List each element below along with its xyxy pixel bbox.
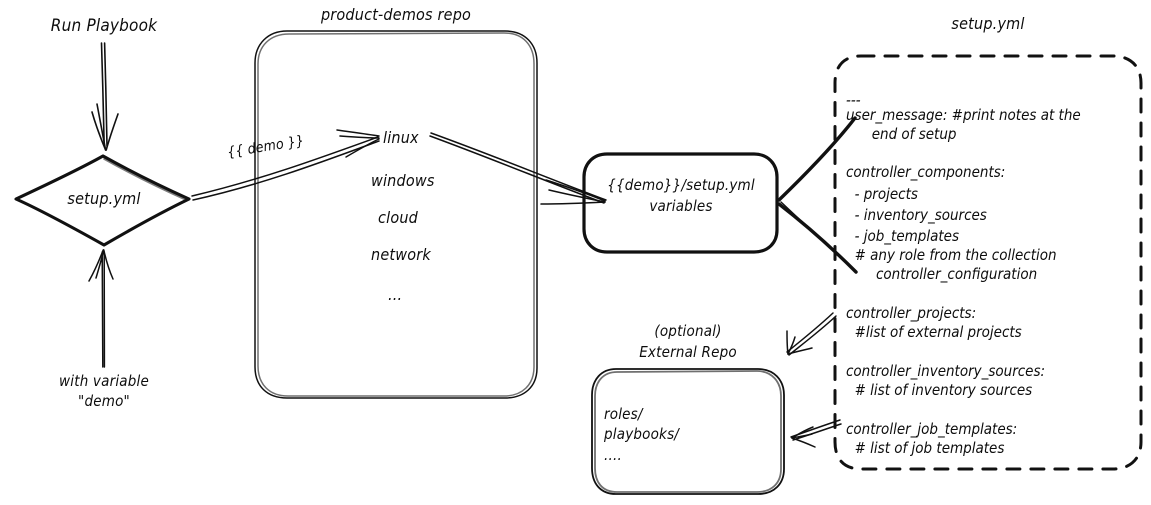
repo-item-cloud: cloud (378, 208, 418, 227)
setup-panel-line-8: # any role from the collection (846, 246, 1057, 264)
setup-panel-line-4: controller_components: (846, 163, 1006, 181)
with-variable-label-line2: "demo" (78, 392, 130, 410)
external-repo-item-roles: roles/ (604, 405, 643, 423)
setup-panel-line-1: user_message: #print notes at the (846, 106, 1081, 124)
setup-panel-line-12: #list of external projects (846, 323, 1022, 341)
external-repo-item-playbooks: playbooks/ (604, 425, 680, 443)
edge-vars-to-setup-panel (777, 116, 858, 274)
setup-panel-line-2: end of setup (846, 125, 957, 143)
arrow-run-playbook (91, 42, 119, 151)
setup-panel-line-0: --- (846, 91, 861, 109)
setup-yml-panel-title: setup.yml (951, 14, 1025, 33)
repo-item-windows: windows (371, 171, 435, 190)
arrow-jobtemplates-to-external-repo (790, 419, 842, 448)
arrow-with-variable (88, 249, 114, 368)
with-variable-label-line1: with variable (59, 372, 149, 390)
node-product-demos-repo-box (254, 30, 538, 399)
repo-item-ellipsis: ... (388, 285, 403, 304)
setup-panel-line-9: controller_configuration (846, 265, 1038, 283)
external-repo-item-ellipsis: .... (604, 446, 622, 464)
arrow-demo-to-linux (191, 129, 380, 201)
product-demos-repo-title: product-demos repo (320, 5, 472, 24)
setup-panel-line-18: # list of job templates (846, 439, 1005, 457)
repo-item-linux: linux (383, 128, 419, 147)
setup-panel-line-7: - job_templates (846, 227, 959, 245)
vars-box-label-line2: variables (649, 197, 713, 215)
arrow-linux-to-vars (429, 132, 607, 205)
setup-panel-line-14: controller_inventory_sources: (846, 362, 1046, 380)
node-setup-diamond (14, 154, 191, 247)
external-repo-title-line2: External Repo (639, 343, 737, 361)
node-vars-box (582, 152, 779, 254)
vars-box-label-line1: {{demo}}/setup.yml (607, 176, 755, 194)
setup-panel-line-17: controller_job_templates: (846, 420, 1018, 438)
setup-panel-line-11: controller_projects: (846, 304, 977, 322)
setup-yml-diamond-label: setup.yml (67, 189, 141, 208)
arrow-projects-to-external-repo (786, 312, 837, 356)
setup-panel-line-15: # list of inventory sources (846, 381, 1033, 399)
setup-panel-line-5: - projects (846, 185, 918, 203)
repo-item-network: network (371, 245, 431, 264)
run-playbook-label: Run Playbook (50, 16, 158, 36)
external-repo-title-line1: (optional) (654, 322, 722, 340)
node-setup-yml-panel (833, 54, 1143, 471)
setup-panel-line-6: - inventory_sources (846, 206, 987, 224)
node-external-repo-box (591, 368, 785, 495)
